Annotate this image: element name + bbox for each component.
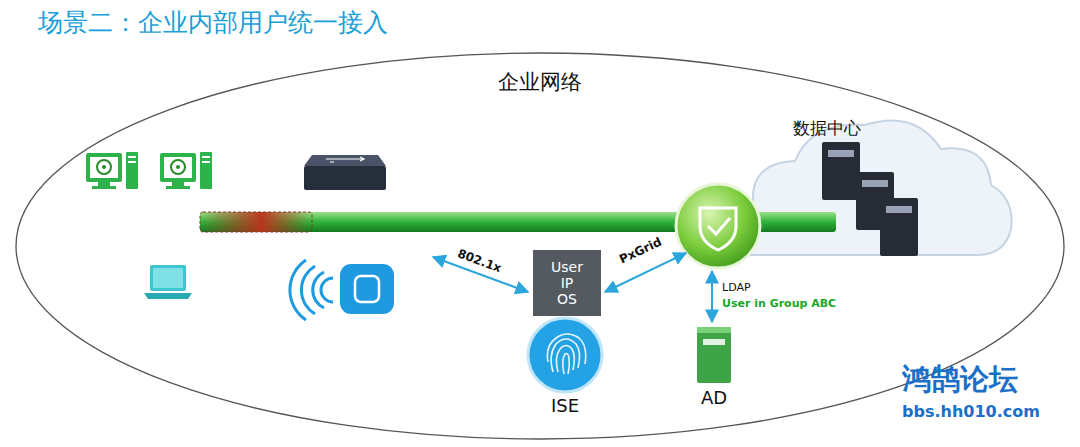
- link-arrow: [433, 257, 528, 292]
- identity-box: User IP OS: [533, 250, 601, 316]
- ise-node-outline: [527, 317, 603, 393]
- link-arrow: [711, 271, 713, 322]
- node-label: User IP OS: [551, 259, 583, 307]
- fingerprint-icon: [547, 334, 585, 374]
- firewall-icon: [676, 184, 760, 268]
- protocol-label: PxGrid: [617, 235, 664, 267]
- ise-node: ISE: [527, 317, 603, 393]
- traffic-bar: [200, 212, 836, 232]
- datacenter-cloud-outline: [715, 105, 1015, 265]
- link-arrow: [605, 253, 686, 292]
- node-label: AD: [675, 387, 753, 408]
- datacenter-cloud: 数据中心: [715, 105, 1015, 265]
- ad-node-outline: [695, 325, 733, 385]
- watermark: bbs.hh010.com: [902, 402, 1040, 421]
- infected-pc: [86, 152, 138, 189]
- server-stack: [822, 142, 918, 256]
- laptop-icon: [144, 265, 192, 299]
- switch-icon: [304, 155, 386, 190]
- wireless-ap: [290, 260, 394, 320]
- protocol-label: 802.1x: [456, 246, 504, 275]
- node-label: 数据中心: [677, 117, 977, 140]
- ad-server: [697, 327, 731, 383]
- protocol-label: LDAP: [722, 281, 751, 294]
- title: 场景二：企业内部用户统一接入: [38, 6, 388, 39]
- node-label: 企业网络: [15, 68, 1065, 96]
- ad-node: AD: [695, 325, 733, 385]
- group-note: User in Group ABC: [722, 297, 836, 310]
- watermark: 鸿鹄论坛: [902, 360, 1018, 400]
- node-label: ISE: [507, 395, 623, 416]
- infected-pc: [160, 152, 212, 189]
